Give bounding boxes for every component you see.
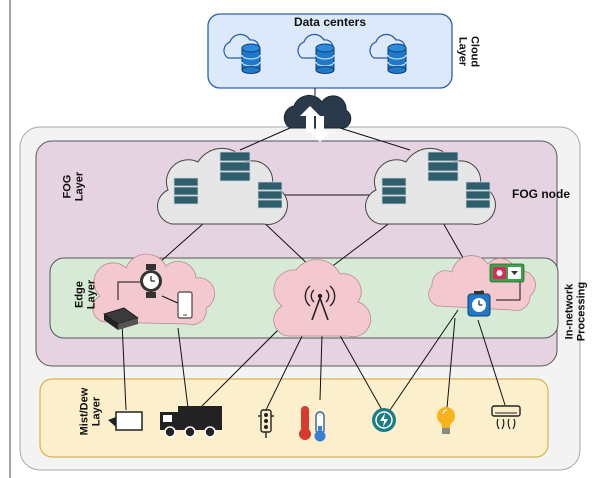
database-icon [387, 43, 407, 74]
server-rack-icon [381, 177, 407, 205]
database-icon [241, 43, 261, 74]
data-center-2 [297, 33, 335, 74]
fog-layer-label-line1: FOG [61, 174, 74, 199]
edge-layer-label-line2: Layer [85, 279, 97, 310]
link-edge3-ac [477, 319, 506, 406]
link-edge3-bulb [446, 317, 456, 409]
cloud-layer-label-line1: Cloud [468, 35, 481, 68]
smartwatch-icon [140, 264, 162, 298]
link-gateway-truck [199, 317, 291, 409]
internet-cloud-icon [283, 94, 352, 142]
cloud-layer-label-line2: Layer [457, 36, 469, 67]
truck-icon [160, 406, 222, 438]
link-edge3-meter [389, 309, 459, 411]
mist-layer-label-line1: Mist/Dew [78, 387, 91, 436]
smart-switch-icon [489, 263, 525, 283]
download-arrow-icon [310, 116, 330, 142]
light-bulb-icon [437, 407, 455, 434]
data-center-1 [223, 33, 261, 74]
in-network-label-line2: Processing [575, 281, 587, 342]
mist-layer-label-line2: Layer [90, 396, 102, 427]
fog-node-label: FOG node [512, 187, 570, 201]
cloud-layer-label: Cloud Layer [456, 22, 481, 82]
upload-arrow-icon [300, 106, 320, 132]
in-network-processing-label: In-network Processing [563, 272, 587, 352]
smart-clock-icon [467, 291, 491, 317]
fog-layer-label: FOG Layer [61, 157, 85, 217]
air-conditioner-icon [491, 405, 521, 430]
server-rack-icon [219, 151, 251, 182]
link-internet-fog2 [339, 127, 411, 151]
link-router-camera [121, 321, 127, 411]
fog-node-2 [365, 147, 496, 225]
mist-layer-box [39, 378, 549, 458]
edge-node-3 [428, 255, 536, 317]
server-rack-icon [257, 181, 283, 209]
database-icon [315, 43, 335, 74]
wireless-tower-icon [304, 285, 336, 321]
edge-layer-label: Edge Layer [73, 265, 97, 325]
link-gateway-thermometer [319, 334, 323, 401]
fog-layer-label-line2: Layer [73, 171, 85, 202]
router-icon [103, 307, 139, 330]
thermometer-icon [299, 406, 326, 442]
mist-layer-label: Mist/Dew Layer [78, 377, 102, 447]
edge-node-1 [92, 253, 216, 330]
server-rack-icon [465, 181, 491, 209]
power-meter-icon [372, 408, 396, 432]
edge-layer-label-line1: Edge [73, 281, 86, 308]
link-internet-fog1 [239, 127, 291, 151]
data-centers-label: Data centers [293, 15, 367, 29]
edge-gateway-node [273, 259, 372, 338]
in-network-label-line1: In-network [563, 283, 576, 340]
link-gateway-meter [337, 331, 383, 411]
data-center-3 [369, 33, 407, 74]
link-edge1-truck [177, 327, 189, 409]
server-rack-icon [173, 177, 199, 205]
link-gateway-trafficlight [265, 329, 306, 411]
fog-node-1 [157, 147, 288, 225]
camera-icon [108, 411, 143, 431]
traffic-light-icon [258, 409, 274, 438]
smartphone-icon [177, 291, 193, 319]
server-rack-icon [427, 151, 459, 182]
